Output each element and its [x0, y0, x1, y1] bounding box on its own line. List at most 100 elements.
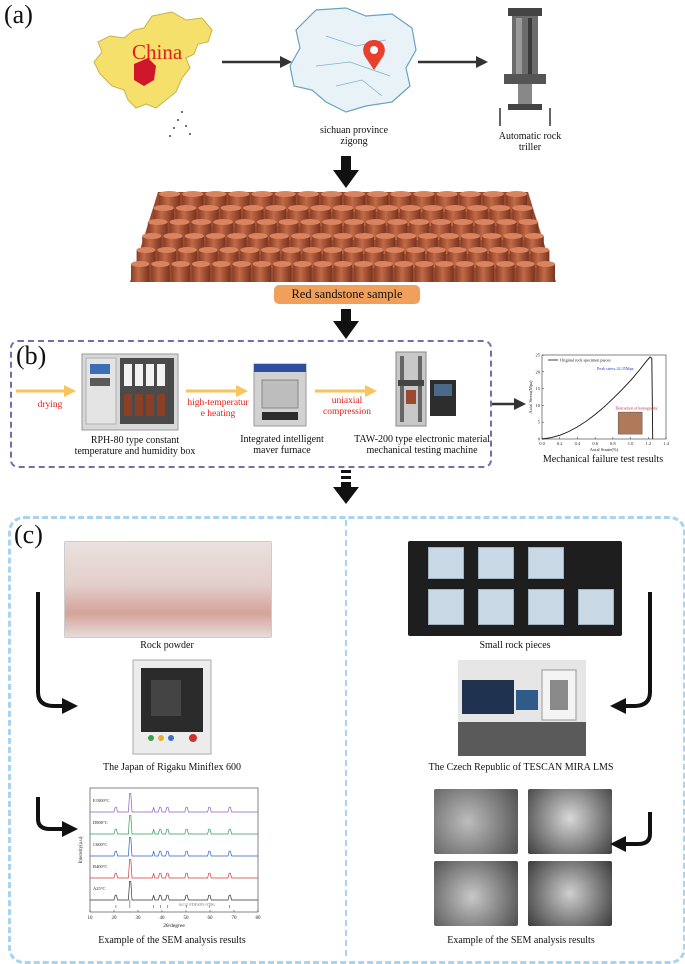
- mechanical-result-caption: Mechanical failure test results: [542, 454, 664, 465]
- sandstone-cylinder-top: [475, 261, 495, 267]
- curved-arrow-icon: [36, 592, 78, 714]
- sandstone-cylinder: [191, 264, 211, 282]
- sandstone-cylinder-top: [406, 247, 425, 253]
- series-label: D800°C: [93, 820, 108, 825]
- y-tick-label: 10: [536, 403, 541, 408]
- curved-arrow-icon: [36, 797, 78, 837]
- sandstone-cylinder-top: [426, 247, 446, 253]
- sample-bag: [528, 589, 564, 625]
- sandstone-cylinder-top: [274, 191, 296, 197]
- x-axis-label: Axial Strain(%): [590, 447, 619, 452]
- y-axis-label: Intensity(a.u): [79, 836, 84, 863]
- rock-driller-icon: [499, 8, 551, 126]
- sandstone-cylinder-top: [232, 261, 251, 267]
- xrd-series-line: [90, 880, 258, 901]
- sandstone-cylinder: [354, 264, 373, 282]
- province-caption-line2: zigong: [340, 136, 368, 147]
- step-arrow-icon: [315, 385, 377, 397]
- sandstone-cylinder-top: [435, 261, 454, 267]
- china-label: China: [132, 40, 183, 64]
- left-results-caption: Example of the SEM analysis results: [98, 935, 246, 946]
- x-tick-label: 70: [232, 916, 238, 921]
- x-tick-label: 0.4: [575, 441, 581, 446]
- sandstone-cylinder-top: [157, 247, 177, 253]
- xrd-instrument-caption: The Japan of Rigaku Miniflex 600: [102, 762, 242, 773]
- sandstone-cylinder-top: [489, 205, 511, 211]
- sandstone-cylinder-top: [413, 191, 435, 197]
- sandstone-cylinder-top: [290, 233, 311, 239]
- sandstone-cylinder-top: [252, 261, 271, 267]
- chart-plot-area: [89, 787, 259, 913]
- sandstone-cylinder-top: [175, 205, 197, 211]
- humidity-box-caption-line1: RPH-80 type constant: [90, 435, 180, 446]
- sample-bag: [478, 547, 514, 579]
- xrd-series-line: [90, 792, 258, 813]
- sandstone-cylinder: [333, 264, 353, 282]
- sandstone-cylinder-top: [516, 261, 535, 267]
- step-heating-label-line2: e heating: [200, 409, 236, 419]
- sandstone-cylinder-top: [444, 205, 466, 211]
- driller-caption-line2: triller: [518, 142, 542, 153]
- xrd-series-line: [90, 858, 258, 879]
- sandstone-cylinder-top: [436, 191, 458, 197]
- sandstone-cylinder: [374, 264, 393, 282]
- humidity-box-image: [81, 353, 179, 431]
- sem-micrograph-image: [528, 789, 612, 854]
- sandstone-cylinder-top: [453, 219, 473, 225]
- sandstone-cylinder-top: [344, 191, 366, 197]
- sandstone-cylinder-top: [459, 191, 481, 197]
- x-axis-label: 2θ/degree: [163, 923, 185, 929]
- sample-label: Red sandstone sample: [291, 287, 403, 301]
- sandstone-cylinder-top: [509, 247, 529, 253]
- arrow-down-dashed-icon: [333, 470, 359, 504]
- sandstone-cylinder-top: [178, 247, 197, 253]
- x-tick-label: 0.8: [610, 441, 616, 446]
- furnace-caption-line2: maver furnace: [253, 445, 311, 456]
- sandstone-cylinder-top: [524, 233, 544, 239]
- sandstone-cylinder-top: [467, 205, 488, 211]
- xrd-series-line: [90, 814, 258, 835]
- panel-c-frame: [8, 516, 685, 964]
- y-axis-label: Axial Stress(Mpa): [528, 380, 533, 414]
- sandstone-cylinder-top: [243, 205, 264, 211]
- sandstone-cylinder: [171, 264, 190, 282]
- sandstone-cylinder-top: [261, 247, 280, 253]
- sandstone-cylinder-top: [182, 191, 204, 197]
- sample-bag: [428, 589, 464, 625]
- sandstone-cylinder: [151, 264, 170, 282]
- sandstone-cylinder: [415, 264, 434, 282]
- sandstone-cylinder-top: [518, 219, 539, 225]
- sandstone-cylinder-top: [367, 191, 389, 197]
- sandstone-cylinder-top: [313, 261, 332, 267]
- annotation-peak: Peak stress 24.35Mpa: [597, 366, 634, 371]
- arrow-down-icon: [333, 309, 359, 339]
- sandstone-cylinder-top: [409, 219, 430, 225]
- sandstone-cylinder-top: [198, 205, 219, 211]
- sample-bag: [528, 547, 564, 579]
- sandstone-cylinder-top: [269, 233, 289, 239]
- arrow-right-icon: [418, 56, 488, 68]
- small-rock-pieces-image: [408, 541, 622, 636]
- sandstone-cylinder-top: [300, 219, 321, 225]
- sem-instrument-caption: The Czech Republic of TESCAN MIRA LMS: [428, 762, 614, 773]
- sandstone-cylinder-top: [503, 233, 523, 239]
- sem-micrograph-image: [434, 861, 518, 926]
- sandstone-cylinder-top: [418, 233, 438, 239]
- machine-caption-line1: TAW-200 type electronic material: [354, 434, 490, 445]
- sandstone-cylinder-top: [278, 219, 299, 225]
- step-arrow-icon: [16, 385, 76, 397]
- sample-bag: [578, 589, 614, 625]
- xrd-instrument-image: [132, 659, 212, 755]
- sandstone-cylinder-top: [354, 261, 373, 267]
- province-caption-line1: sichuan province: [319, 125, 389, 136]
- x-tick-label: 0.6: [592, 441, 598, 446]
- sandstone-cylinder-top: [474, 219, 495, 225]
- sandstone-cylinder-top: [489, 247, 508, 253]
- chart-plot-area: [541, 354, 667, 440]
- series-line: [541, 356, 654, 440]
- sandstone-cylinder-top: [191, 219, 212, 225]
- small-rock-pieces-caption: Small rock pieces: [479, 640, 551, 651]
- sandstone-cylinder-top: [287, 205, 309, 211]
- x-tick-label: 1.2: [645, 441, 651, 446]
- sandstone-cylinder-top: [205, 233, 226, 239]
